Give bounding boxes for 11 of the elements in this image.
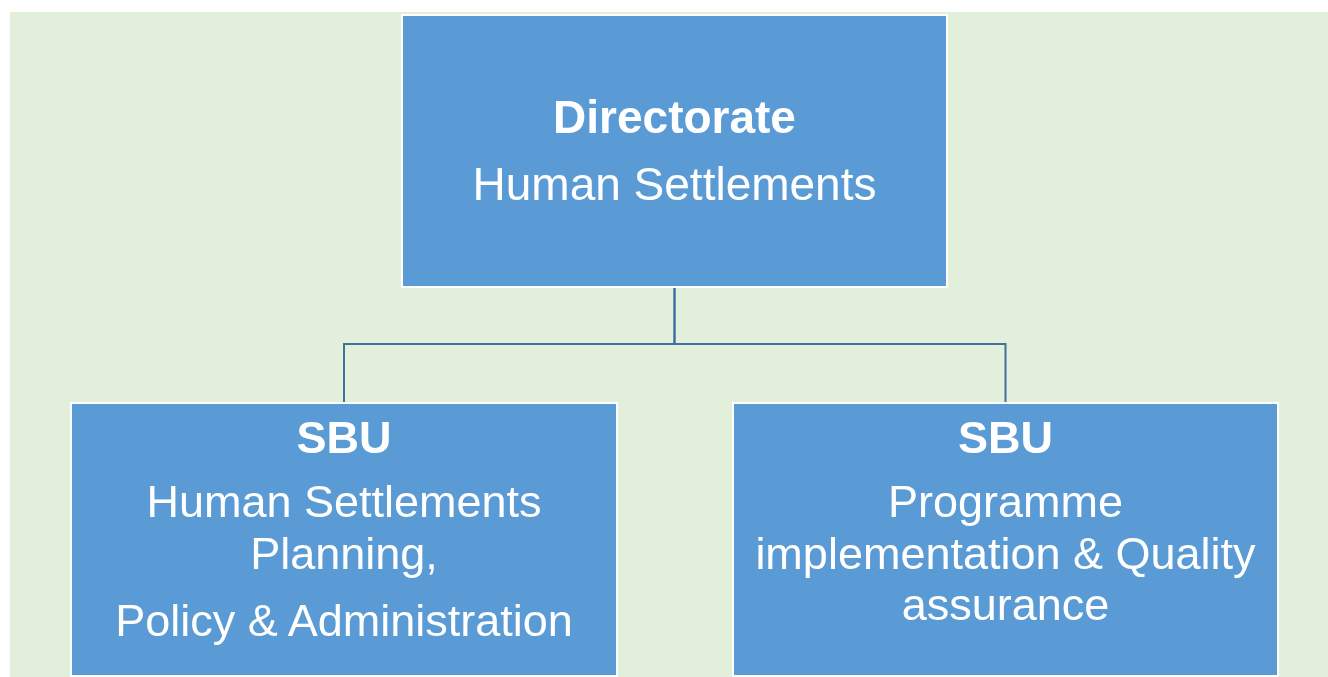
box-text: Programme implementation & Quality assurance [754,475,1257,631]
box-heading: SBU [958,412,1053,464]
box-heading: Directorate [553,91,796,144]
box-heading: SBU [296,412,392,464]
connector-line [673,287,1007,403]
box-text: Human Settlements [472,158,877,211]
box-text: Policy & Administration [115,595,573,647]
org-box [732,402,1279,677]
org-box [70,402,618,677]
org-box [401,14,948,288]
box-text: Human Settlements Planning, [145,475,543,580]
